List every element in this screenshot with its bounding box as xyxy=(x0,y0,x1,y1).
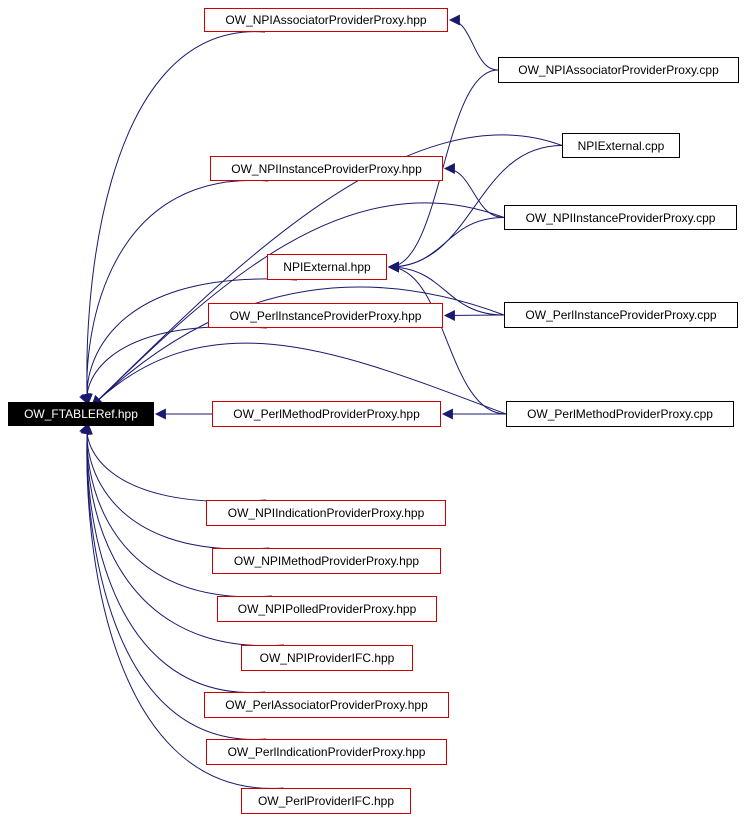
node-ow-npiindicationproviderproxy-hpp[interactable]: OW_NPIIndicationProviderProxy.hpp xyxy=(206,500,446,526)
edge-npi_external_hpp-to-root xyxy=(80,278,298,406)
node-ow-perlinstanceproviderproxy-hpp[interactable]: OW_PerlInstanceProviderProxy.hpp xyxy=(208,303,443,328)
edge-npi_assoc_hpp-to-root xyxy=(81,31,266,406)
node-ow-perlprovideriifc-hpp[interactable]: OW_PerlProviderIFC.hpp xyxy=(241,788,411,814)
edge-npi_method_hpp-to-root xyxy=(80,422,270,550)
node-ow-npiassociatorproviderproxy-hpp[interactable]: OW_NPIAssociatorProviderProxy.hpp xyxy=(204,8,448,32)
node-ow-npiassociatorproviderproxy-cpp[interactable]: OW_NPIAssociatorProviderProxy.cpp xyxy=(498,57,739,83)
node-ow-perlinstanceproviderproxy-cpp[interactable]: OW_PerlInstanceProviderProxy.cpp xyxy=(504,302,738,328)
node-ow-perlassociatorproviderproxy-hpp[interactable]: OW_PerlAssociatorProviderProxy.hpp xyxy=(204,692,449,718)
node-npiexternal-cpp[interactable]: NPIExternal.cpp xyxy=(562,133,680,158)
edge-perl_method_cpp-to-root xyxy=(91,342,507,415)
edge-perl_instance_hpp-to-root xyxy=(79,326,267,406)
edge-npi_assoc_cpp-to-npi_assoc_hpp xyxy=(448,14,499,71)
edge-perl_provider_ifc_hpp-to-root xyxy=(81,422,284,789)
edge-perl_method_cpp-to-npi_external_hpp xyxy=(387,261,507,415)
edge-perl_instance_cpp-to-npi_external_hpp xyxy=(387,261,505,316)
node-ow-npiinstanceproviderproxy-hpp[interactable]: OW_NPIInstanceProviderProxy.hpp xyxy=(210,156,443,181)
edge-perl_instance_cpp-to-root xyxy=(91,286,505,407)
node-ow-npiprovideriifc-hpp[interactable]: OW_NPIProviderIFC.hpp xyxy=(241,645,413,671)
node-npiexternal-hpp[interactable]: NPIExternal.hpp xyxy=(267,254,387,280)
edge-npi_instance_cpp-to-npi_instance_hpp xyxy=(443,163,505,218)
edge-npi_indication_hpp-to-root xyxy=(79,422,267,502)
node-ow-npimethodproviderproxy-hpp[interactable]: OW_NPIMethodProviderProxy.hpp xyxy=(212,548,441,574)
edge-npi_instance_cpp-to-root xyxy=(91,202,505,407)
edge-perl_instance_cpp-to-perl_instance_hpp xyxy=(443,309,505,321)
edge-npi_external_cpp-to-npi_external_hpp xyxy=(387,145,563,273)
node-ow-ftableref-hpp[interactable]: OW_FTABLERef.hpp xyxy=(8,402,154,426)
edge-npi_external_cpp-to-root xyxy=(91,134,563,407)
node-ow-perlmethodproviderproxy-cpp[interactable]: OW_PerlMethodProviderProxy.cpp xyxy=(506,401,734,427)
node-ow-perlmethodproviderproxy-hpp[interactable]: OW_PerlMethodProviderProxy.hpp xyxy=(212,401,441,427)
node-ow-perlindicationproviderproxy-hpp[interactable]: OW_PerlIndicationProviderProxy.hpp xyxy=(206,739,447,765)
node-ow-npiinstanceproviderproxy-cpp[interactable]: OW_NPIInstanceProviderProxy.cpp xyxy=(504,205,737,230)
edge-npi_instance_hpp-to-root xyxy=(81,180,269,406)
node-ow-npipolledproviderproxy-hpp[interactable]: OW_NPIPolledProviderProxy.hpp xyxy=(217,596,437,622)
